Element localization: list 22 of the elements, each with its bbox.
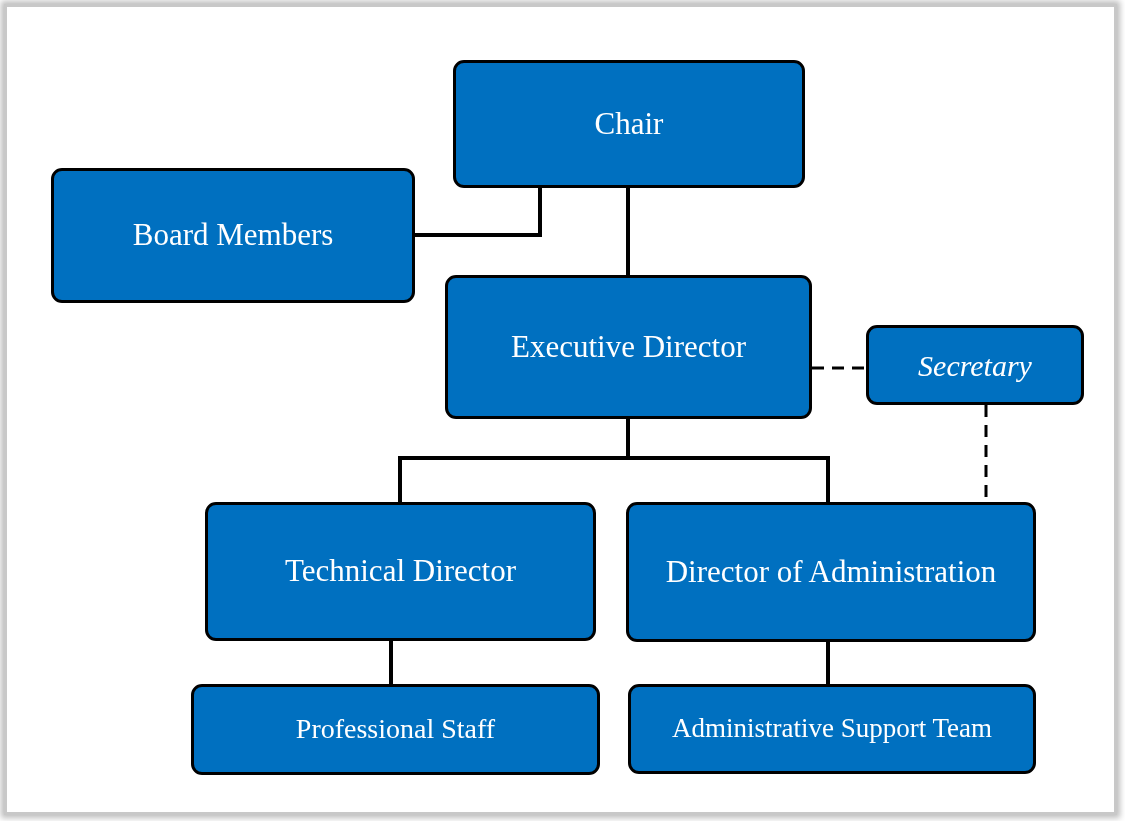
- role-label: Director of Administration: [665, 554, 997, 590]
- dashed-connector: [812, 366, 866, 370]
- connector-line: [415, 188, 542, 237]
- role-box: [453, 60, 805, 188]
- role-box: [866, 325, 1084, 405]
- role-label: Technical Director: [284, 554, 517, 589]
- connector-line: [626, 188, 630, 275]
- role-box: [51, 168, 415, 303]
- role-label: Executive Director: [511, 329, 746, 365]
- role-box: [628, 684, 1036, 774]
- connector-line: [389, 641, 393, 684]
- connector-line: [826, 642, 830, 684]
- role-label: Administrative Support Team: [671, 714, 993, 744]
- role-box: [445, 275, 812, 419]
- role-box: [205, 502, 596, 641]
- role-label: Board Members: [132, 218, 334, 253]
- connector-line: [626, 419, 830, 502]
- role-box: [191, 684, 600, 775]
- role-label: Secretary: [918, 348, 1032, 382]
- role-label: Chair: [594, 106, 664, 142]
- role-label: Professional Staff: [295, 714, 496, 745]
- role-box: [626, 502, 1036, 642]
